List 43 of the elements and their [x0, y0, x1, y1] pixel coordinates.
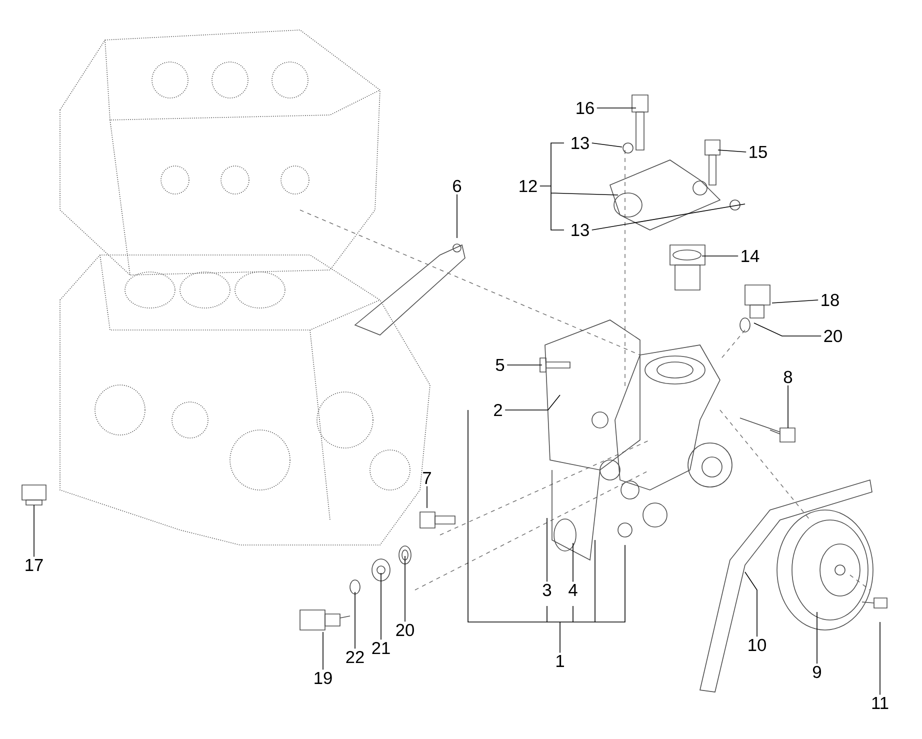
- leader-line: [404, 556, 406, 622]
- leader-line: [744, 572, 758, 637]
- leader-line: [540, 142, 618, 230]
- leader-line: [426, 486, 428, 508]
- callout-number: 6: [453, 180, 462, 192]
- callout-number: 5: [496, 358, 504, 372]
- callout-number: 11: [872, 697, 888, 709]
- callout-number: 15: [750, 146, 767, 158]
- callout-number: 9: [813, 666, 821, 678]
- callout-number: 3: [542, 584, 552, 596]
- leader-line: [592, 142, 622, 148]
- callout-number: 12: [520, 180, 537, 192]
- callout-number: 2: [494, 404, 502, 416]
- callout-number: 8: [784, 370, 792, 384]
- callout-number: 22: [346, 650, 364, 664]
- leader-line: [754, 322, 822, 336]
- callout-number: 13: [572, 224, 589, 236]
- callout-number: 21: [372, 642, 390, 654]
- leader-line: [504, 394, 560, 410]
- callout-number: 4: [568, 584, 578, 596]
- leader-line: [816, 612, 818, 664]
- leader-line: [456, 194, 458, 238]
- callout-number: 7: [423, 472, 431, 484]
- callout-number: 1: [556, 655, 564, 667]
- callout-number: 20: [824, 330, 842, 342]
- callout-number: 20: [396, 624, 414, 636]
- leader-line: [354, 592, 356, 650]
- leader-line: [572, 542, 574, 582]
- leader-line: [592, 204, 746, 230]
- callout-number: 10: [748, 638, 766, 652]
- callout-number: 14: [742, 250, 760, 262]
- leader-line: [772, 300, 818, 304]
- leader-line: [546, 518, 548, 582]
- leader-line: [468, 410, 626, 654]
- leader-line: [322, 632, 324, 670]
- leader-line: [718, 150, 746, 152]
- leader-line: [380, 572, 382, 640]
- callout-number: 18: [822, 294, 839, 306]
- callout-number: 19: [314, 672, 332, 684]
- leader-line: [506, 364, 542, 366]
- callout-number: 17: [26, 559, 43, 571]
- callout-number: 13: [572, 136, 589, 150]
- callout-number: 16: [576, 102, 594, 114]
